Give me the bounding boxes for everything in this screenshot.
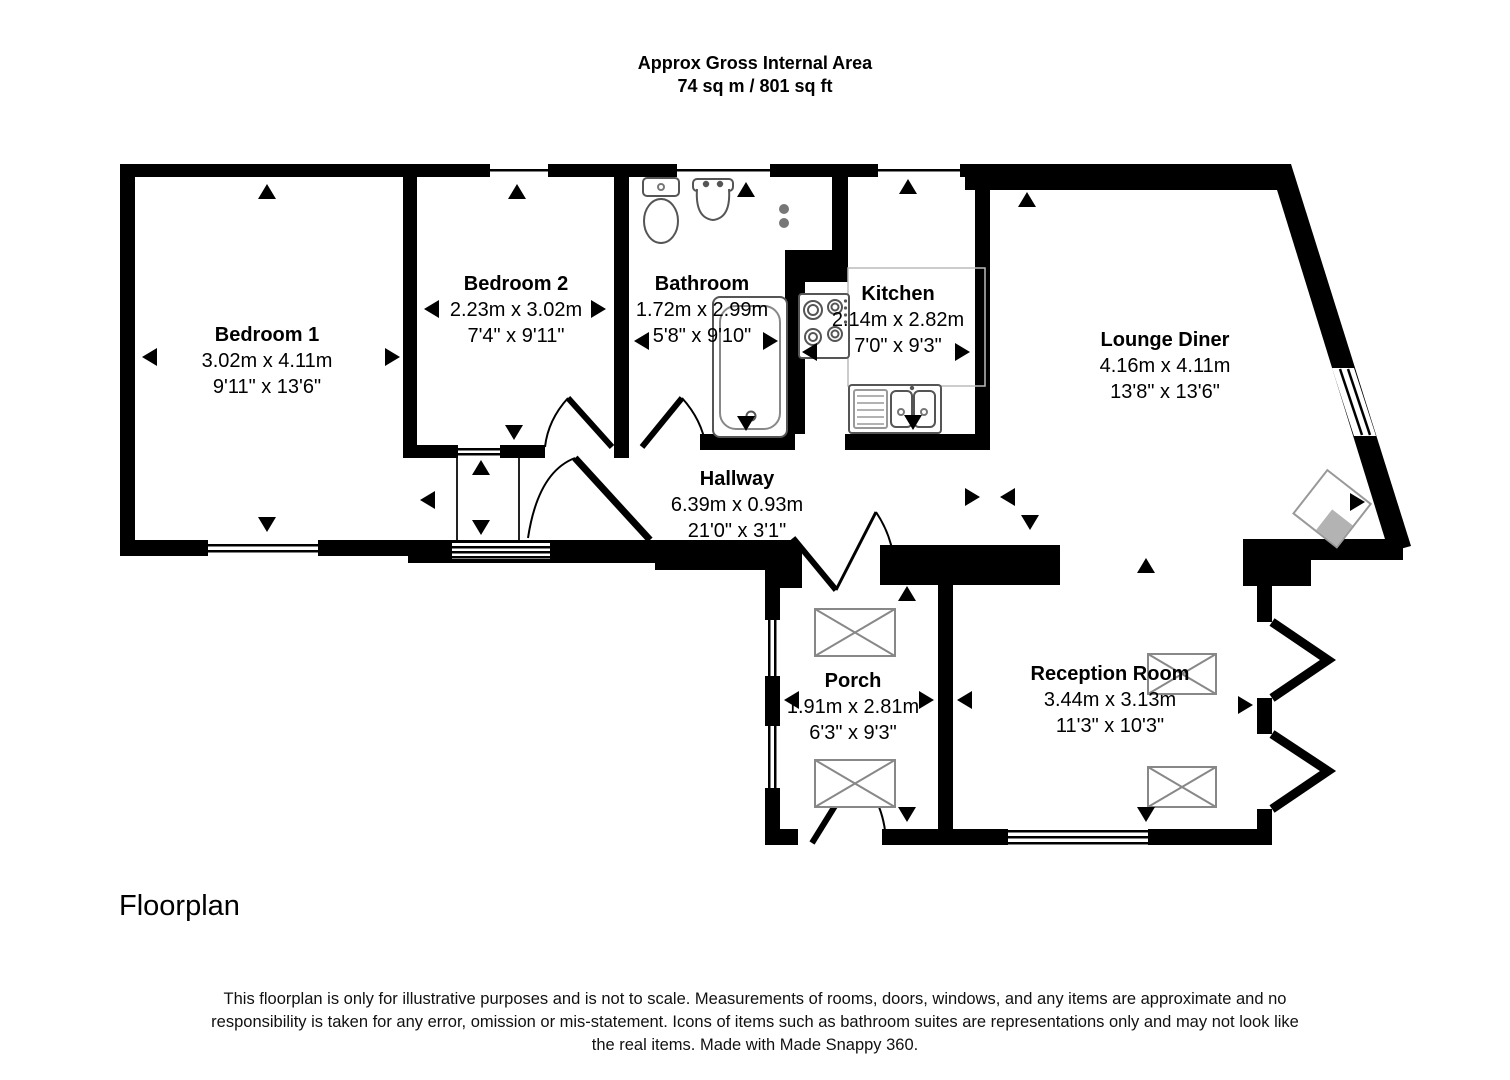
page-title: Approx Gross Internal Area 74 sq m / 801… xyxy=(0,52,1510,98)
window-icon xyxy=(1332,368,1376,436)
window-icon xyxy=(763,726,782,788)
storage-shaft xyxy=(456,458,520,540)
room-label-bedroom-1: Bedroom 1 3.02m x 4.11m 9'11" x 13'6" xyxy=(117,322,417,400)
room-name: Hallway xyxy=(699,468,775,490)
room-dim-metric: 1.91m x 2.81m xyxy=(786,696,920,718)
door-opening xyxy=(798,829,882,845)
area-line: 74 sq m / 801 sq ft xyxy=(677,76,833,96)
room-dim-metric: 3.44m x 3.13m xyxy=(1043,689,1177,711)
room-dim-imperial: 6'3" x 9'3" xyxy=(809,722,897,744)
room-dim-metric: 3.02m x 4.11m xyxy=(201,350,333,372)
room-name: Bathroom xyxy=(654,273,750,295)
window-icon xyxy=(458,445,500,458)
toilet-icon xyxy=(642,177,680,244)
measure-arrow-icons xyxy=(142,179,1365,822)
hob-icon xyxy=(798,293,850,359)
disclaimer-text: This floorplan is only for illustrative … xyxy=(211,990,1299,1054)
room-dim-imperial: 7'4" x 9'11" xyxy=(467,325,565,347)
window-icon xyxy=(677,164,770,177)
crossed-box-icon xyxy=(1147,766,1217,808)
window-icon xyxy=(452,543,550,559)
sink-icon xyxy=(848,384,942,434)
crossed-box-icon xyxy=(814,759,896,808)
room-dim-imperial: 7'0" x 9'3" xyxy=(854,335,942,357)
room-dim-metric: 6.39m x 0.93m xyxy=(670,494,804,516)
window-icons xyxy=(208,164,1376,848)
room-dim-metric: 1.72m x 2.99m xyxy=(635,299,769,321)
room-label-hallway: Hallway 6.39m x 0.93m 21'0" x 3'1" xyxy=(587,466,887,544)
door-swing-icon xyxy=(639,396,707,449)
window-icon xyxy=(490,164,548,177)
chevron-door-icon xyxy=(1269,730,1337,813)
window-icon xyxy=(878,164,960,177)
crossed-box-icon xyxy=(1147,653,1217,695)
room-dim-imperial: 9'11" x 13'6" xyxy=(212,376,322,398)
room-dim-metric: 2.14m x 2.82m xyxy=(831,309,965,331)
crossed-box-icon xyxy=(814,608,896,657)
door-opening xyxy=(795,434,845,450)
window-icon xyxy=(208,540,318,556)
floorplan-caption: Floorplan xyxy=(119,890,240,922)
room-label-bathroom: Bathroom 1.72m x 2.99m 5'8" x 9'10" xyxy=(552,271,852,349)
room-dim-imperial: 11'3" x 10'3" xyxy=(1055,715,1165,737)
door-swing-icon xyxy=(790,511,896,592)
room-name: Reception Room xyxy=(1030,663,1190,685)
chevron-door-icon xyxy=(1269,618,1337,702)
room-label-lounge-diner: Lounge Diner 4.16m x 4.11m 13'8" x 13'6" xyxy=(1015,327,1315,405)
room-label-porch: Porch 1.91m x 2.81m 6'3" x 9'3" xyxy=(703,668,1003,746)
door-swing-icon xyxy=(544,395,615,450)
room-dim-imperial: 5'8" x 9'10" xyxy=(652,325,752,347)
room-name: Bedroom 2 xyxy=(463,273,569,295)
fireplace-icon xyxy=(1292,468,1373,549)
door-swing-icon xyxy=(527,455,653,543)
room-dim-metric: 4.16m x 4.11m xyxy=(1099,355,1231,377)
title-line: Approx Gross Internal Area xyxy=(637,53,873,73)
room-label-kitchen: Kitchen 2.14m x 2.82m 7'0" x 9'3" xyxy=(748,281,1048,359)
basin-icon xyxy=(692,178,734,222)
room-name: Kitchen xyxy=(861,283,935,305)
crossed-box-icons xyxy=(814,608,1217,808)
room-label-reception-room: Reception Room 3.44m x 3.13m 11'3" x 10'… xyxy=(960,661,1260,739)
bathtub-icon xyxy=(712,296,788,438)
room-name: Bedroom 1 xyxy=(214,324,320,346)
chevron-door-icons xyxy=(1269,618,1337,813)
hinge-icon xyxy=(779,204,789,228)
room-dim-imperial: 21'0" x 3'1" xyxy=(687,520,787,542)
room-label-bedroom-2: Bedroom 2 2.23m x 3.02m 7'4" x 9'11" xyxy=(366,271,666,349)
window-icon xyxy=(763,620,782,676)
room-name: Porch xyxy=(824,670,882,692)
room-dim-imperial: 13'8" x 13'6" xyxy=(1110,381,1220,403)
room-dim-metric: 2.23m x 3.02m xyxy=(449,299,583,321)
window-icon xyxy=(1008,826,1148,848)
room-name: Lounge Diner xyxy=(1100,329,1230,351)
